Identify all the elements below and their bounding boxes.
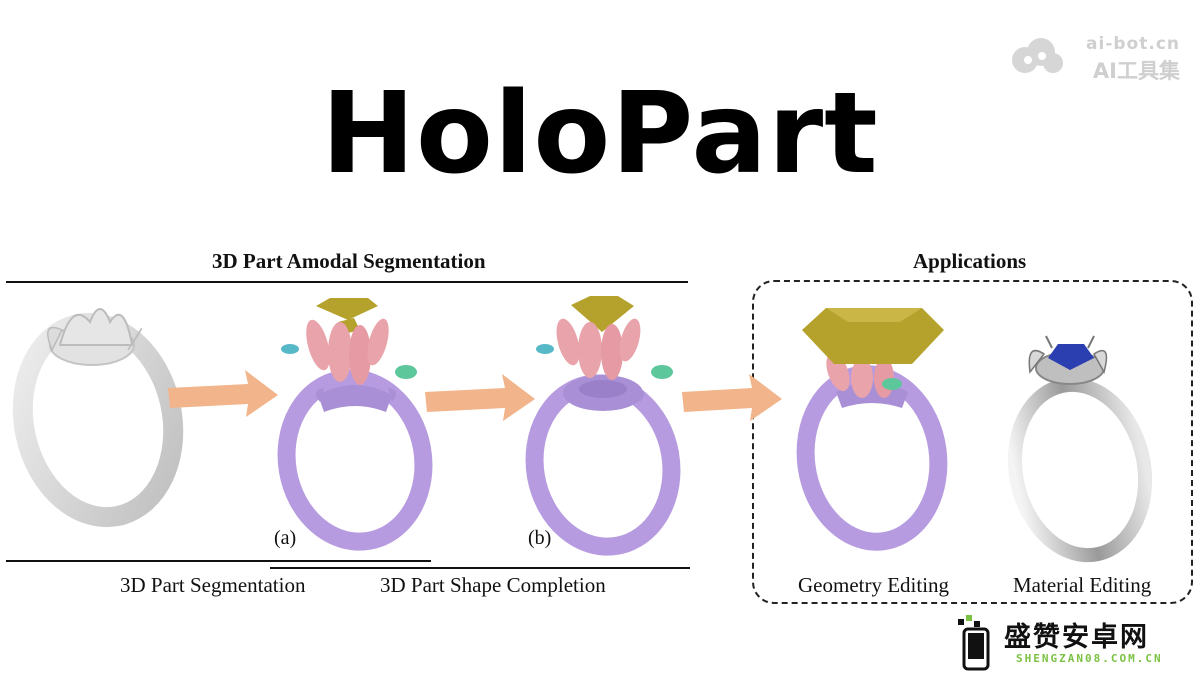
label-a: (a) <box>274 527 297 549</box>
watermark-cn: 盛赞安卓网 <box>1004 622 1149 653</box>
geometry-edited-ring <box>796 308 948 551</box>
caption-part-segmentation: 3D Part Segmentation <box>120 573 306 597</box>
material-edited-ring <box>1007 335 1153 563</box>
watermark-line1: ai-bot.cn <box>1086 34 1180 54</box>
segmentation-header: 3D Part Amodal Segmentation <box>212 249 486 273</box>
input-ring-gray <box>12 308 184 528</box>
completed-ring <box>525 296 681 556</box>
arrow-1 <box>168 370 278 417</box>
arrow-3 <box>682 374 782 421</box>
page-title: HoloPart <box>321 69 879 199</box>
watermark-ai-bot: ai-bot.cn AI工具集 <box>1086 34 1180 85</box>
segmentation-top-rule <box>6 281 688 283</box>
caption-geometry-editing: Geometry Editing <box>798 573 950 597</box>
arrow-2 <box>425 374 535 421</box>
watermark-shengzan: 盛赞安卓网 SHENGZAN08.COM.CN <box>958 615 1188 671</box>
caption-shape-completion: 3D Part Shape Completion <box>380 573 606 597</box>
applications-box <box>752 280 1193 604</box>
watermark-line2: AI工具集 <box>1092 59 1180 83</box>
part-segmentation-rule <box>6 560 431 562</box>
cloud-logo-icon <box>1012 38 1063 73</box>
label-b: (b) <box>528 527 552 549</box>
shape-completion-rule <box>270 567 690 569</box>
segmented-ring <box>277 298 433 551</box>
phone-logo-icon <box>958 615 990 671</box>
caption-material-editing: Material Editing <box>1013 573 1152 597</box>
watermark-en: SHENGZAN08.COM.CN <box>1016 652 1163 665</box>
applications-header: Applications <box>913 249 1027 273</box>
